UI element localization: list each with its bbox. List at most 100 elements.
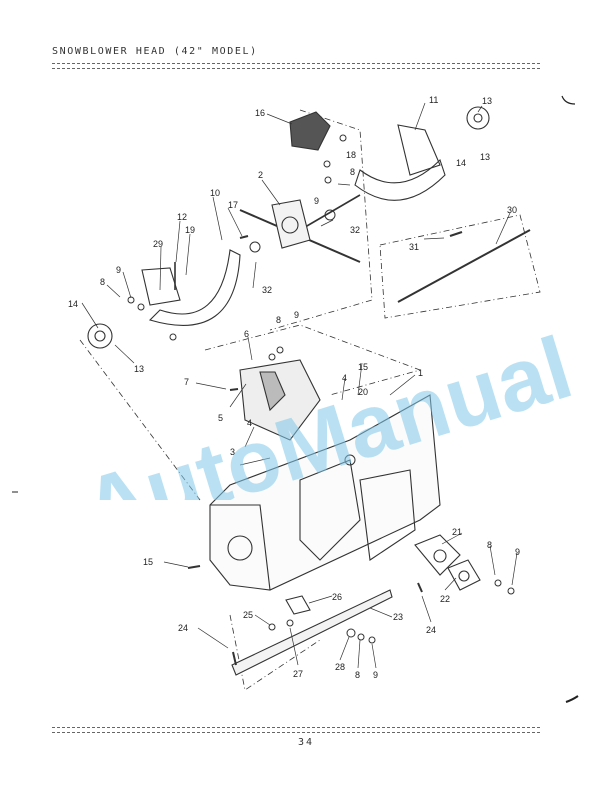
washer	[276, 346, 284, 354]
assembly-line	[269, 109, 373, 331]
callout-16: 16	[255, 108, 265, 118]
nut	[137, 303, 145, 311]
callout-30: 30	[507, 205, 517, 215]
callout-5: 5	[218, 413, 223, 423]
callout-8: 8	[350, 167, 355, 177]
key	[449, 230, 463, 238]
nut	[268, 353, 276, 361]
nut	[339, 134, 347, 142]
callout-8: 8	[100, 277, 105, 287]
housing-chute-opening	[299, 459, 361, 561]
side-plate-bore	[433, 549, 447, 563]
callout-20: 20	[358, 387, 368, 397]
washer	[286, 619, 294, 627]
nut	[268, 623, 276, 631]
gearbox-cover	[289, 111, 331, 151]
callout-22: 22	[440, 594, 450, 604]
side-plate-bore	[458, 570, 470, 582]
footer-divider	[52, 727, 540, 733]
callout-1: 1	[418, 368, 423, 378]
callout-24: 24	[426, 625, 436, 635]
bushing	[324, 209, 336, 221]
drive-shaft	[299, 194, 361, 231]
housing-inner-wall	[359, 469, 416, 561]
bushing	[344, 454, 356, 466]
callout-24: 24	[178, 623, 188, 633]
impeller-blade	[259, 371, 286, 412]
callout-28: 28	[335, 662, 345, 672]
watermark: AutoManual	[72, 317, 580, 500]
callout-6: 6	[244, 329, 249, 339]
housing-edge	[210, 504, 271, 591]
nut	[494, 579, 502, 587]
right-bearing-bore	[473, 113, 483, 123]
callout-13: 13	[482, 96, 492, 106]
margin-mark	[565, 695, 579, 703]
gearbox-housing	[271, 199, 311, 249]
callout-8: 8	[487, 540, 492, 550]
callout-14: 14	[68, 299, 78, 309]
gearbox-bore	[281, 216, 299, 234]
assembly-line	[79, 339, 201, 501]
callout-29: 29	[153, 239, 163, 249]
callout-9: 9	[515, 547, 520, 557]
header-divider	[52, 63, 540, 69]
rod	[397, 229, 531, 303]
callout-2: 2	[258, 170, 263, 180]
callout-9: 9	[314, 196, 319, 206]
callout-9: 9	[116, 265, 121, 275]
washer	[368, 636, 376, 644]
assembly-line	[204, 324, 422, 396]
left-auger	[148, 249, 241, 326]
margin-mark	[561, 95, 576, 105]
callout-32: 32	[350, 225, 360, 235]
right-auger-hub	[397, 124, 441, 176]
right-bearing	[466, 106, 490, 130]
scraper-bar	[231, 589, 393, 676]
callout-12: 12	[177, 212, 187, 222]
housing-bore	[227, 535, 253, 561]
nut	[169, 333, 177, 341]
callout-9: 9	[373, 670, 378, 680]
side-plate	[447, 559, 481, 591]
washer	[346, 628, 356, 638]
right-auger	[354, 158, 446, 201]
callout-7: 7	[184, 377, 189, 387]
callout-3: 3	[230, 447, 235, 457]
svg-text:AutoManual: AutoManual	[72, 317, 580, 500]
callout-8: 8	[355, 670, 360, 680]
callout-31: 31	[409, 242, 419, 252]
bolt	[232, 651, 237, 666]
callout-18: 18	[346, 150, 356, 160]
callout-8: 8	[276, 315, 281, 325]
callout-19: 19	[185, 225, 195, 235]
washer	[324, 176, 332, 184]
bracket	[285, 595, 311, 615]
bolt	[239, 235, 249, 239]
callout-15: 15	[358, 362, 368, 372]
callout-14: 14	[456, 158, 466, 168]
callout-21: 21	[452, 527, 462, 537]
callout-4: 4	[247, 418, 252, 428]
callout-15: 15	[143, 557, 153, 567]
left-bearing	[87, 323, 113, 349]
callout-23: 23	[393, 612, 403, 622]
washer	[507, 587, 515, 595]
callout-9: 9	[294, 310, 299, 320]
callout-27: 27	[293, 669, 303, 679]
side-plate	[414, 534, 461, 576]
left-bearing-bore	[94, 330, 106, 342]
bushing	[249, 241, 261, 253]
bolt	[229, 388, 239, 391]
bolt	[417, 582, 423, 593]
callout-32: 32	[262, 285, 272, 295]
nut	[323, 160, 331, 168]
page-title: SNOWBLOWER HEAD (42" MODEL)	[52, 46, 258, 57]
callout-26: 26	[332, 592, 342, 602]
callout-11: 11	[429, 95, 438, 105]
assembly-line	[379, 214, 541, 319]
bolt	[187, 565, 201, 569]
nut	[357, 633, 365, 641]
main-housing	[209, 394, 441, 591]
